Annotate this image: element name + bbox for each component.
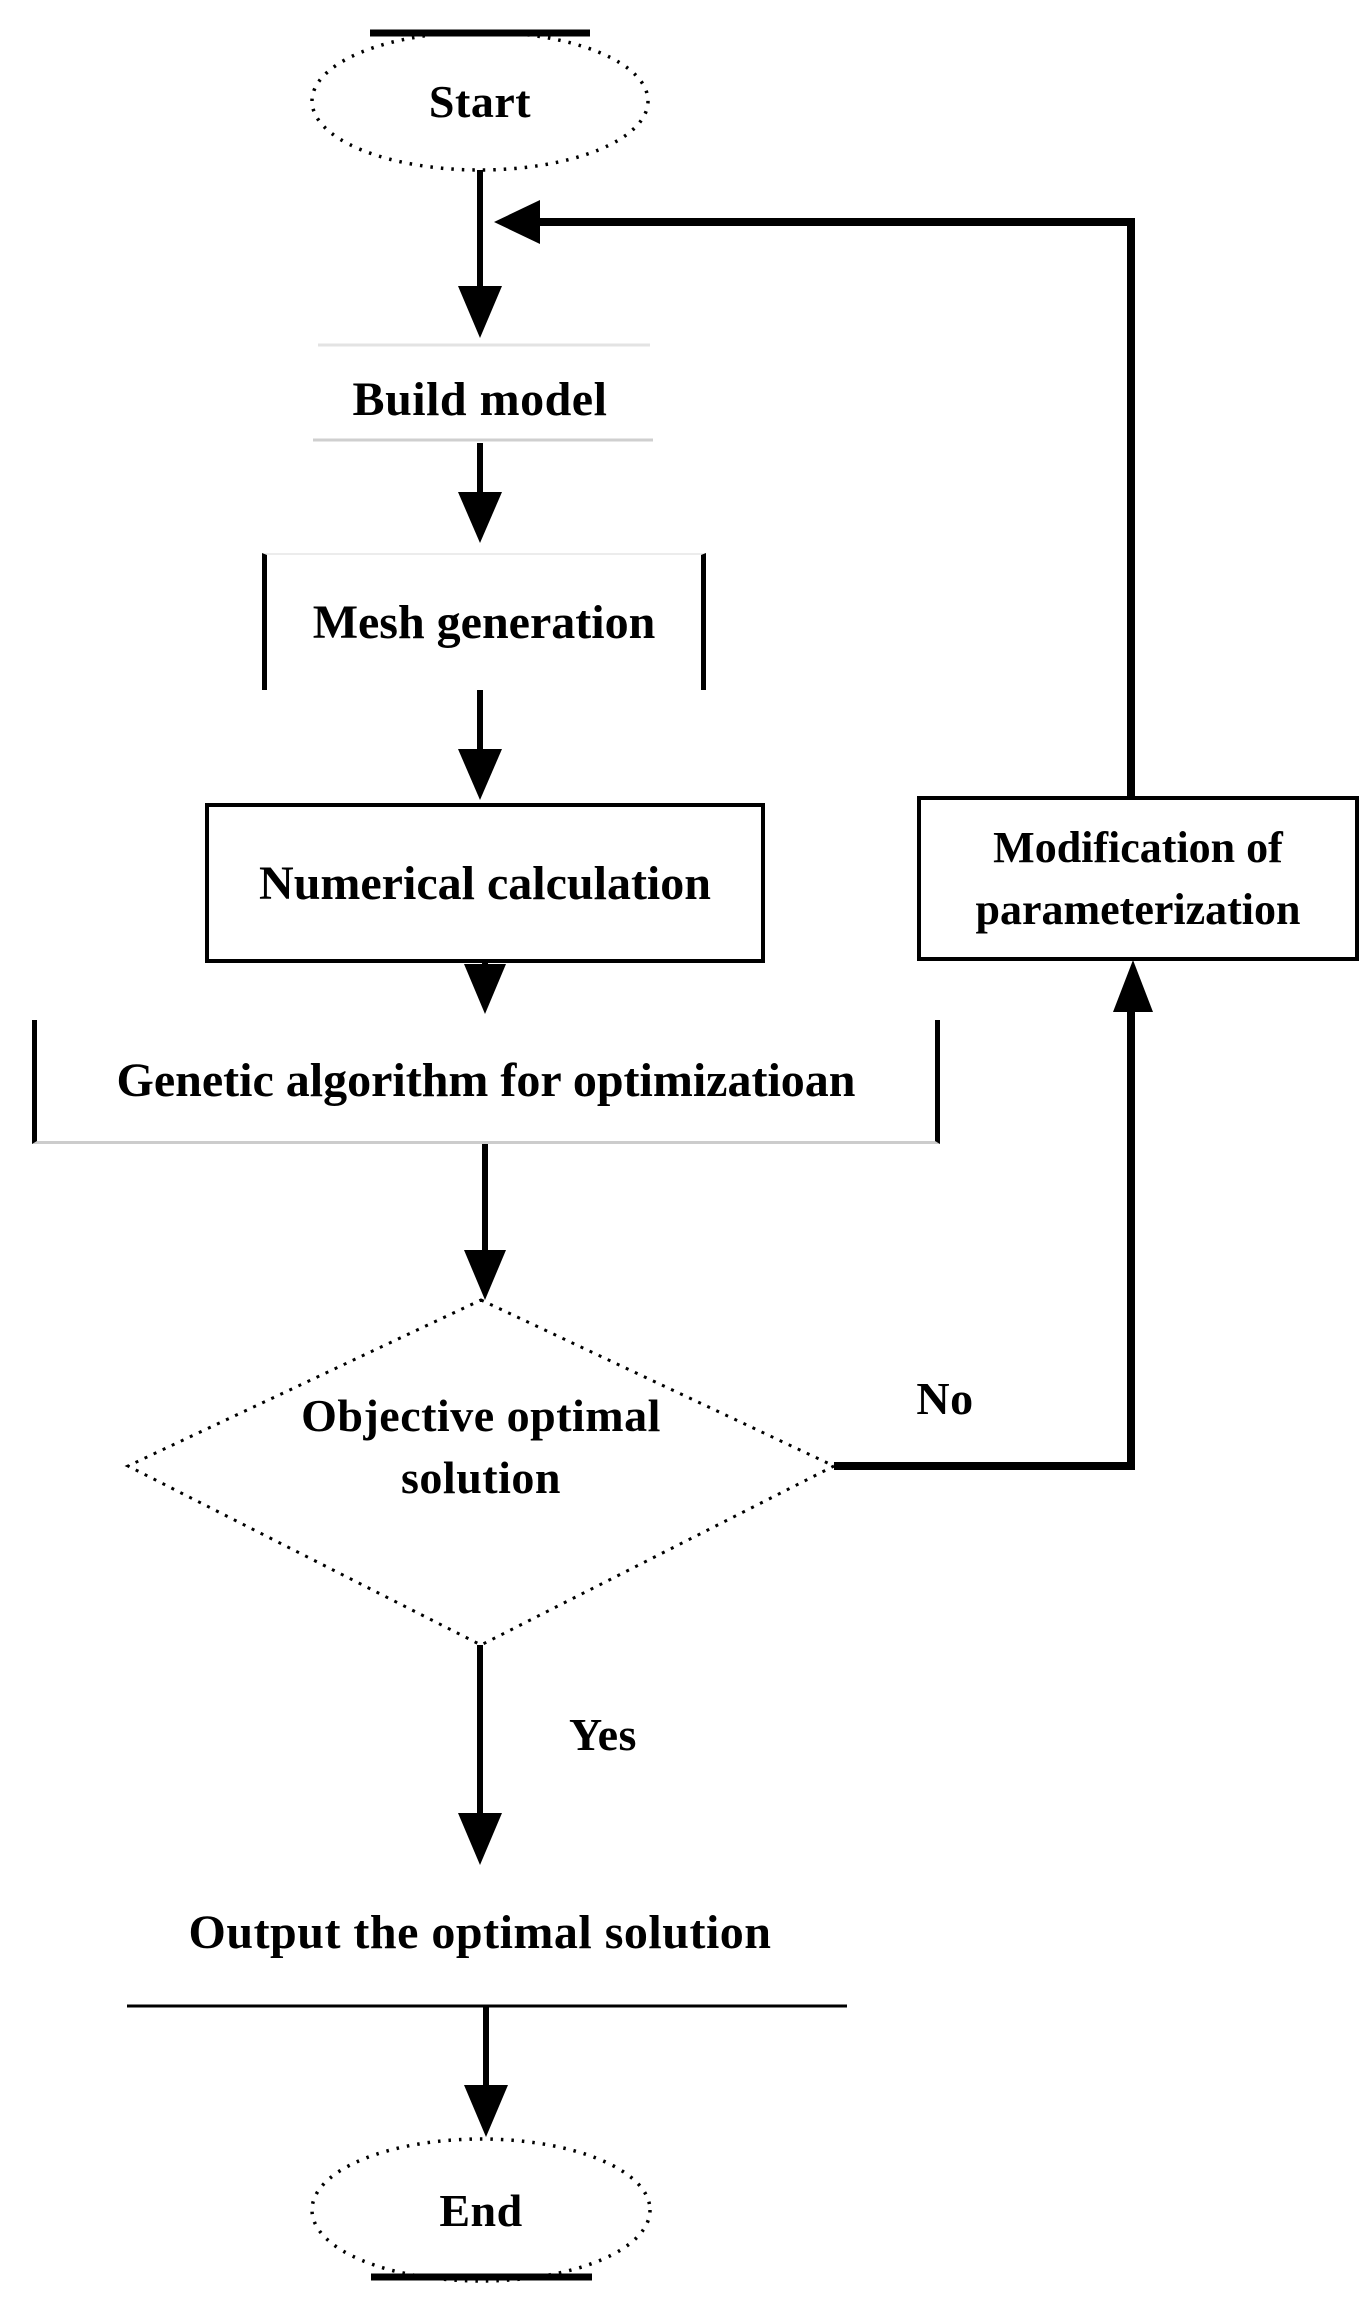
node-numerical-calculation-label: Numerical calculation (259, 856, 711, 910)
node-build-model-label: Build model (352, 373, 608, 426)
node-output-label: Output the optimal solution (188, 1906, 772, 1959)
arrow-genetic-to-decision-head-icon (464, 1250, 506, 1300)
node-decision-label-line2: solution (401, 1452, 561, 1503)
node-mesh-generation: Mesh generation (262, 553, 706, 690)
node-genetic-algorithm-label: Genetic algorithm for optimizatioan (116, 1054, 856, 1107)
start-oval-border (310, 30, 650, 172)
edge-label-yes: Yes (538, 1708, 668, 1761)
node-modification-label-line1: Modification of (993, 822, 1283, 872)
node-start-label: Start (428, 75, 532, 127)
node-start: Start (312, 32, 648, 170)
decision-diamond-border (124, 1298, 838, 1647)
arrow-numerical-to-genetic-head-icon (464, 964, 506, 1014)
node-output: Output the optimal solution (130, 1905, 830, 1960)
feedback-rail-line (537, 218, 1135, 796)
arrow-mesh-to-numerical-head-icon (458, 749, 502, 800)
node-modification: Modification of parameterization (917, 796, 1359, 961)
node-mesh-generation-label: Mesh generation (312, 596, 656, 649)
no-path-up-arrowhead-icon (1113, 960, 1153, 1012)
arrow-build-to-mesh-head-icon (458, 492, 502, 543)
edge-label-no-text: No (916, 1373, 974, 1424)
node-build-model: Build model (230, 372, 730, 427)
arrow-start-to-build-head-icon (458, 286, 502, 338)
node-end: End (312, 2139, 650, 2281)
end-oval-border (310, 2137, 652, 2283)
edge-label-yes-text: Yes (569, 1709, 637, 1760)
node-numerical-calculation: Numerical calculation (205, 803, 765, 963)
yes-path-head-icon (458, 1813, 502, 1865)
node-decision: Objective optimal solution (281, 1385, 681, 1509)
no-path-line (834, 1012, 1135, 1470)
arrow-output-to-end-head-icon (464, 2085, 508, 2137)
node-end-label: End (439, 2184, 523, 2236)
edge-label-no: No (890, 1372, 1000, 1425)
node-decision-label-line1: Objective optimal (301, 1390, 661, 1441)
node-modification-label-line2: parameterization (975, 884, 1301, 934)
feedback-left-arrowhead-icon (494, 200, 540, 244)
node-genetic-algorithm: Genetic algorithm for optimizatioan (32, 1020, 940, 1144)
